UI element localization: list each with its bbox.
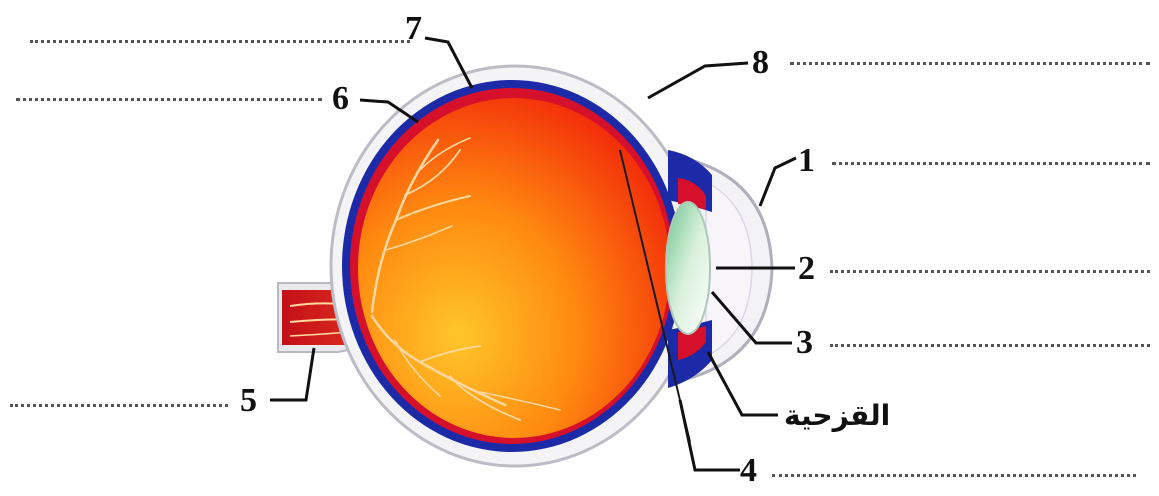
leader-4 [680, 400, 740, 470]
answer-line-6[interactable] [16, 98, 322, 101]
label-2: 2 [798, 252, 815, 286]
answer-line-3[interactable] [830, 344, 1150, 347]
lens [666, 202, 710, 334]
label-8: 8 [752, 46, 769, 80]
label-1: 1 [798, 144, 815, 178]
label-iris: القزحية [784, 402, 890, 430]
answer-line-1[interactable] [832, 162, 1150, 165]
vitreous-body [358, 98, 670, 438]
answer-line-4[interactable] [772, 474, 1136, 477]
answer-line-7[interactable] [30, 40, 410, 43]
label-7: 7 [405, 12, 422, 46]
leader-8 [648, 63, 748, 98]
label-5: 5 [240, 384, 257, 418]
answer-line-5[interactable] [10, 404, 228, 407]
label-3: 3 [796, 326, 813, 360]
label-6: 6 [332, 82, 349, 116]
answer-line-2[interactable] [830, 270, 1150, 273]
leader-1 [760, 158, 796, 206]
label-4: 4 [740, 454, 757, 488]
answer-line-8[interactable] [790, 62, 1150, 65]
leader-5 [270, 348, 314, 400]
